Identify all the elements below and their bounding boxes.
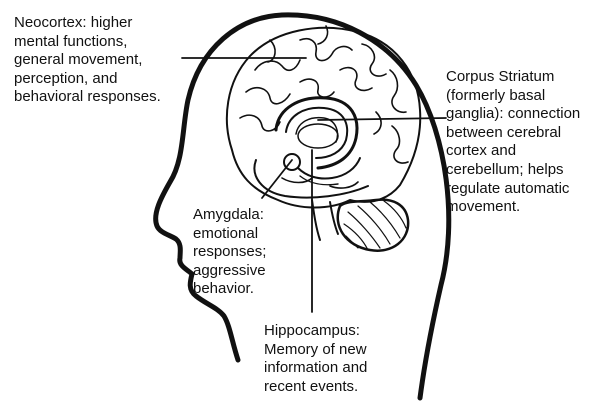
cerebellum (338, 200, 408, 251)
corpus-striatum-label: Corpus Striatum (formerly basal ganglia)… (446, 68, 595, 217)
amygdala-leader-line (262, 160, 292, 198)
striatum-leader-line (318, 118, 446, 120)
corpus-striatum-shape (276, 98, 357, 168)
amygdala-label: Amygdala: emotional responses; aggressiv… (193, 206, 298, 299)
hippocampus-shape (298, 158, 360, 185)
hippocampus-label: Hippocampus: Memory of new information a… (264, 322, 404, 396)
neocortex-label: Neocortex: higher mental functions, gene… (14, 14, 189, 107)
